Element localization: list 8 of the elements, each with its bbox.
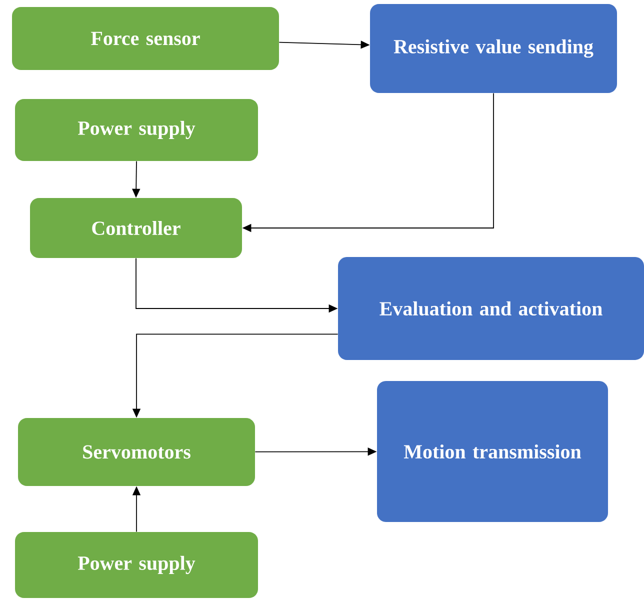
process-box: Power supply	[15, 99, 258, 161]
process-box: Power supply	[15, 532, 258, 598]
process-box: Force sensor	[12, 7, 279, 70]
process-box: Resistive value sending	[370, 4, 617, 93]
process-box: Evaluation and activation	[338, 257, 644, 360]
process-box: Servomotors	[18, 418, 255, 486]
process-box: Motion transmission	[377, 381, 608, 522]
process-box: Controller	[30, 198, 242, 258]
